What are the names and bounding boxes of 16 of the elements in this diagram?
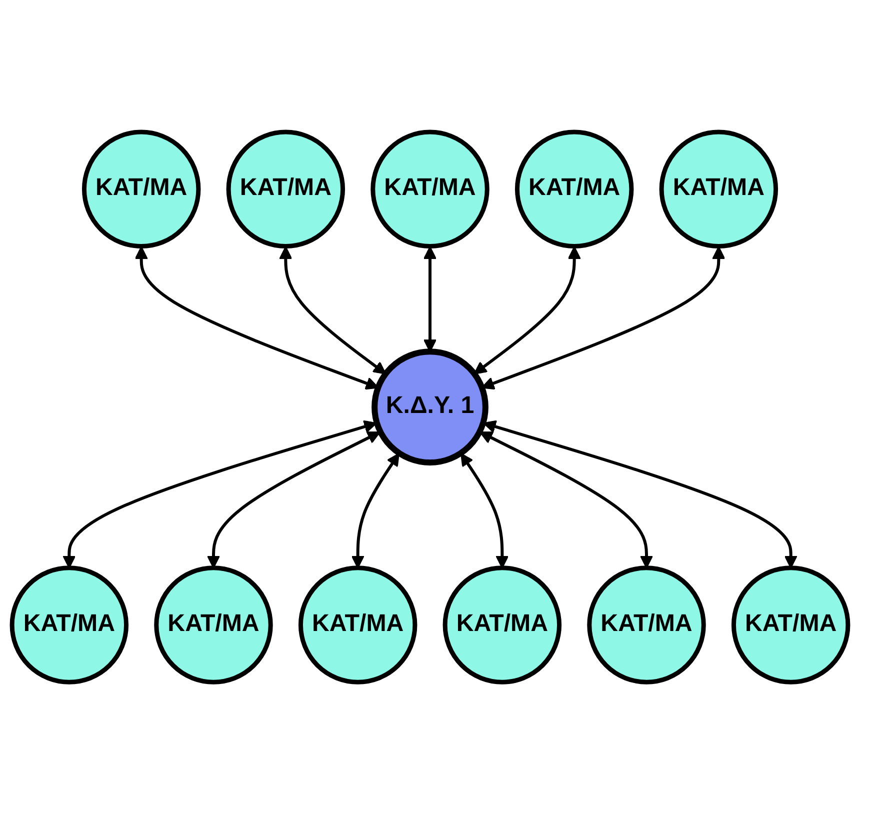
node-circle: ΚΑΤ/ΜΑ [442,566,562,685]
arrow [481,246,726,390]
arrow [279,246,386,375]
node-circle: ΚΑΤ/ΜΑ [587,566,706,685]
node-circle: ΚΑΤ/ΜΑ [10,566,129,685]
node-circle: ΚΑΤ/ΜΑ [226,130,346,249]
arrow [134,246,379,390]
arrow [474,246,581,375]
node-circle: ΚΑΤ/ΜΑ [731,566,850,685]
node-circle: Κ.Δ.Υ. 1 [372,349,488,466]
node-circle: ΚΑΤ/ΜΑ [298,566,418,685]
node-circle: ΚΑΤ/ΜΑ [514,130,634,249]
node-circle: ΚΑΤ/ΜΑ [154,566,273,685]
node-circle: ΚΑΤ/ΜΑ [82,130,201,249]
node-circle: ΚΑΤ/ΜΑ [659,130,778,249]
node-circle: ΚΑΤ/ΜΑ [370,130,490,249]
